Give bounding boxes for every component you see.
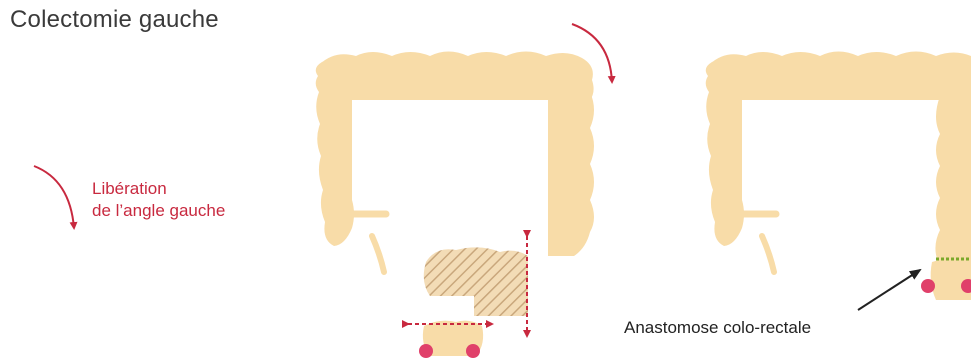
legend-line-1: Libération — [92, 178, 225, 200]
legend-liberation-text: Libération de l’angle gauche — [92, 178, 225, 222]
legend-line-2: de l’angle gauche — [92, 200, 225, 222]
anastomosis-pointer-arrow — [858, 270, 920, 310]
colon-right — [706, 52, 971, 301]
curved-arrow-icon — [34, 166, 74, 228]
colon-left — [316, 52, 594, 359]
anastomosis-label: Anastomose colo-rectale — [624, 318, 811, 338]
